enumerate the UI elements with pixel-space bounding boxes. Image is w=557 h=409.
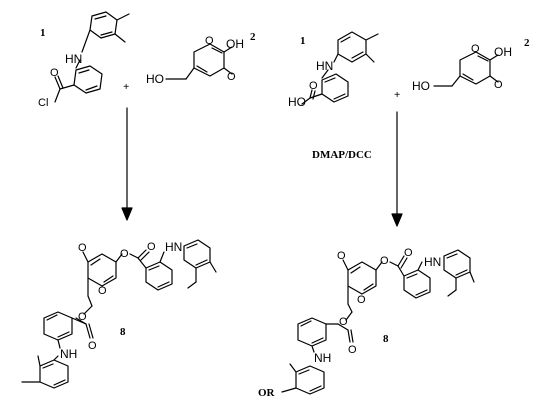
right-reactant-1-structure (301, 31, 379, 105)
left-product-ester-o4: O (88, 340, 97, 352)
right-product-nh-bottom: NH (314, 351, 331, 365)
left-product-ester-o3: O (78, 311, 87, 323)
left-product-keto-o: O (78, 242, 87, 254)
left-product-ester-o1: O (120, 248, 129, 260)
left-reactant-2-oh: OH (226, 37, 244, 51)
right-reactant-2-number: 2 (524, 37, 530, 49)
right-reactant-1-number: 1 (300, 35, 306, 47)
right-atom-acid-o: O (309, 80, 318, 92)
right-reaction: 1 HN O HO + OH 2 O O HO DMAP/DCC (258, 31, 530, 399)
right-reactant-2-oh: OH (494, 45, 512, 59)
left-reactant-1-number: 1 (40, 27, 46, 39)
left-reaction: 1 HN O Cl + OH 2 O O HO (21, 11, 256, 389)
right-reactant-2-ring-o: O (471, 43, 480, 55)
right-atom-nh: HN (316, 59, 333, 73)
left-reactant-2-number: 2 (250, 31, 256, 43)
right-reactant-2-keto-o: O (494, 79, 503, 91)
left-product-number: 8 (120, 326, 126, 338)
left-atom-carbonyl-o: O (50, 67, 59, 79)
left-atom-cl: Cl (38, 97, 48, 109)
right-atom-ho-acid: HO (288, 95, 306, 109)
right-reactant-2-structure (433, 51, 499, 87)
right-product-ester-o1: O (380, 255, 389, 267)
left-product-structure (21, 239, 217, 389)
right-product-nh-top: HN (424, 255, 441, 269)
right-reactant-2-ho: HO (412, 79, 430, 93)
right-reaction-arrow (391, 111, 403, 227)
left-product-nh-bottom: NH (60, 347, 77, 361)
right-product-ring-o: O (357, 294, 366, 306)
left-product-nh-top: HN (165, 240, 182, 254)
right-reaction-conditions: DMAP/DCC (312, 149, 372, 161)
left-reactant-2-ring-o: O (205, 35, 214, 47)
left-product-ester-o2: O (147, 241, 156, 253)
right-or-label: OR (258, 387, 276, 399)
left-reactant-2-ho: HO (146, 72, 164, 86)
left-atom-nh: HN (65, 52, 82, 66)
left-plus-sign: + (123, 81, 129, 93)
left-product-ring-o: O (98, 285, 107, 297)
right-product-ester-o4: O (348, 344, 357, 356)
right-product-keto-o: O (337, 250, 346, 262)
left-reactant-2-keto-o: O (227, 71, 236, 83)
left-reactant-2-structure (165, 43, 233, 80)
right-product-ester-o2: O (404, 247, 413, 259)
left-reaction-arrow (121, 107, 133, 221)
right-plus-sign: + (394, 89, 400, 101)
right-product-structure (281, 249, 475, 395)
right-product-ester-o3: O (339, 316, 348, 328)
right-product-number: 8 (383, 333, 389, 345)
left-reactant-1-structure (54, 11, 130, 103)
